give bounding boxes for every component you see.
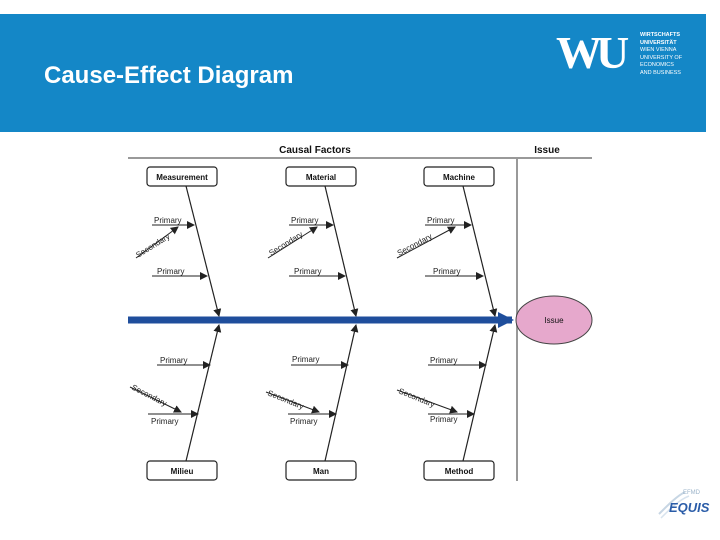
issue-label: Issue: [544, 316, 564, 325]
equis-text: EQUIS: [669, 500, 710, 515]
primary-label: Primary: [292, 355, 320, 364]
primary-label: Primary: [160, 356, 188, 365]
category-label-machine: Machine: [443, 173, 476, 182]
bone-material: [324, 185, 359, 317]
bone-measurement: [185, 185, 222, 317]
secondary-label: Secondary: [267, 230, 304, 258]
bone-milieu: [185, 324, 222, 462]
primary-label: Primary: [157, 267, 185, 276]
bone-man: [324, 324, 359, 462]
category-box-machine: [423, 166, 495, 187]
header-banner: [0, 14, 706, 132]
primary-label: Primary: [427, 216, 455, 225]
secondary-label: Secondary: [266, 389, 305, 412]
primary-label: Primary: [151, 417, 179, 426]
secondary-arrow: [135, 226, 179, 259]
category-box-man: [285, 460, 357, 481]
secondary-label: Secondary: [396, 232, 434, 258]
primary-label: Primary: [291, 216, 319, 225]
secondary-arrow: [265, 391, 320, 414]
secondary-arrow: [396, 226, 456, 259]
category-label-man: Man: [313, 467, 329, 476]
logo-line: UNIVERSITÄT: [640, 39, 677, 46]
logo-line: ECONOMICS: [640, 62, 674, 69]
primary-label: Primary: [154, 216, 182, 225]
category-box-measurement: [146, 166, 218, 187]
secondary-arrow: [396, 389, 458, 414]
secondary-label: Secondary: [134, 232, 171, 260]
logo-line: AND BUSINESS: [640, 69, 681, 76]
category-label-measurement: Measurement: [156, 173, 208, 182]
equis-small-text: EFMD: [683, 490, 700, 496]
category-box-milieu: [146, 460, 218, 481]
category-label-material: Material: [306, 173, 336, 182]
primary-label: Primary: [430, 356, 458, 365]
primary-label: Primary: [433, 267, 461, 276]
causal-factors-label: Causal Factors: [279, 145, 351, 156]
bone-method: [462, 324, 498, 462]
equis-logo: EFMD EQUIS: [655, 488, 713, 528]
secondary-label: Secondary: [130, 383, 168, 408]
logo-mark: WU: [556, 27, 629, 78]
secondary-label: Secondary: [397, 387, 436, 410]
page-title: Cause-Effect Diagram: [44, 62, 294, 89]
category-box-material: [285, 166, 357, 187]
category-label-milieu: Milieu: [171, 467, 194, 476]
logo-text: WIRTSCHAFTS UNIVERSITÄT WIEN VIENNA UNIV…: [640, 32, 700, 78]
primary-label: Primary: [430, 415, 458, 424]
category-box-method: [423, 460, 495, 481]
primary-label: Primary: [290, 417, 318, 426]
logo-line: WIEN VIENNA: [640, 47, 677, 54]
category-label-method: Method: [445, 467, 474, 476]
secondary-arrow: [267, 226, 318, 259]
issue-header-label: Issue: [534, 145, 560, 156]
issue-ellipse: [515, 295, 593, 345]
primary-label: Primary: [294, 267, 322, 276]
equis-swoosh-icon: [658, 491, 690, 519]
logo-line: UNIVERSITY OF: [640, 54, 683, 61]
secondary-arrow: [129, 386, 182, 413]
logo-line: WIRTSCHAFTS: [640, 32, 681, 38]
bone-machine: [462, 185, 498, 317]
